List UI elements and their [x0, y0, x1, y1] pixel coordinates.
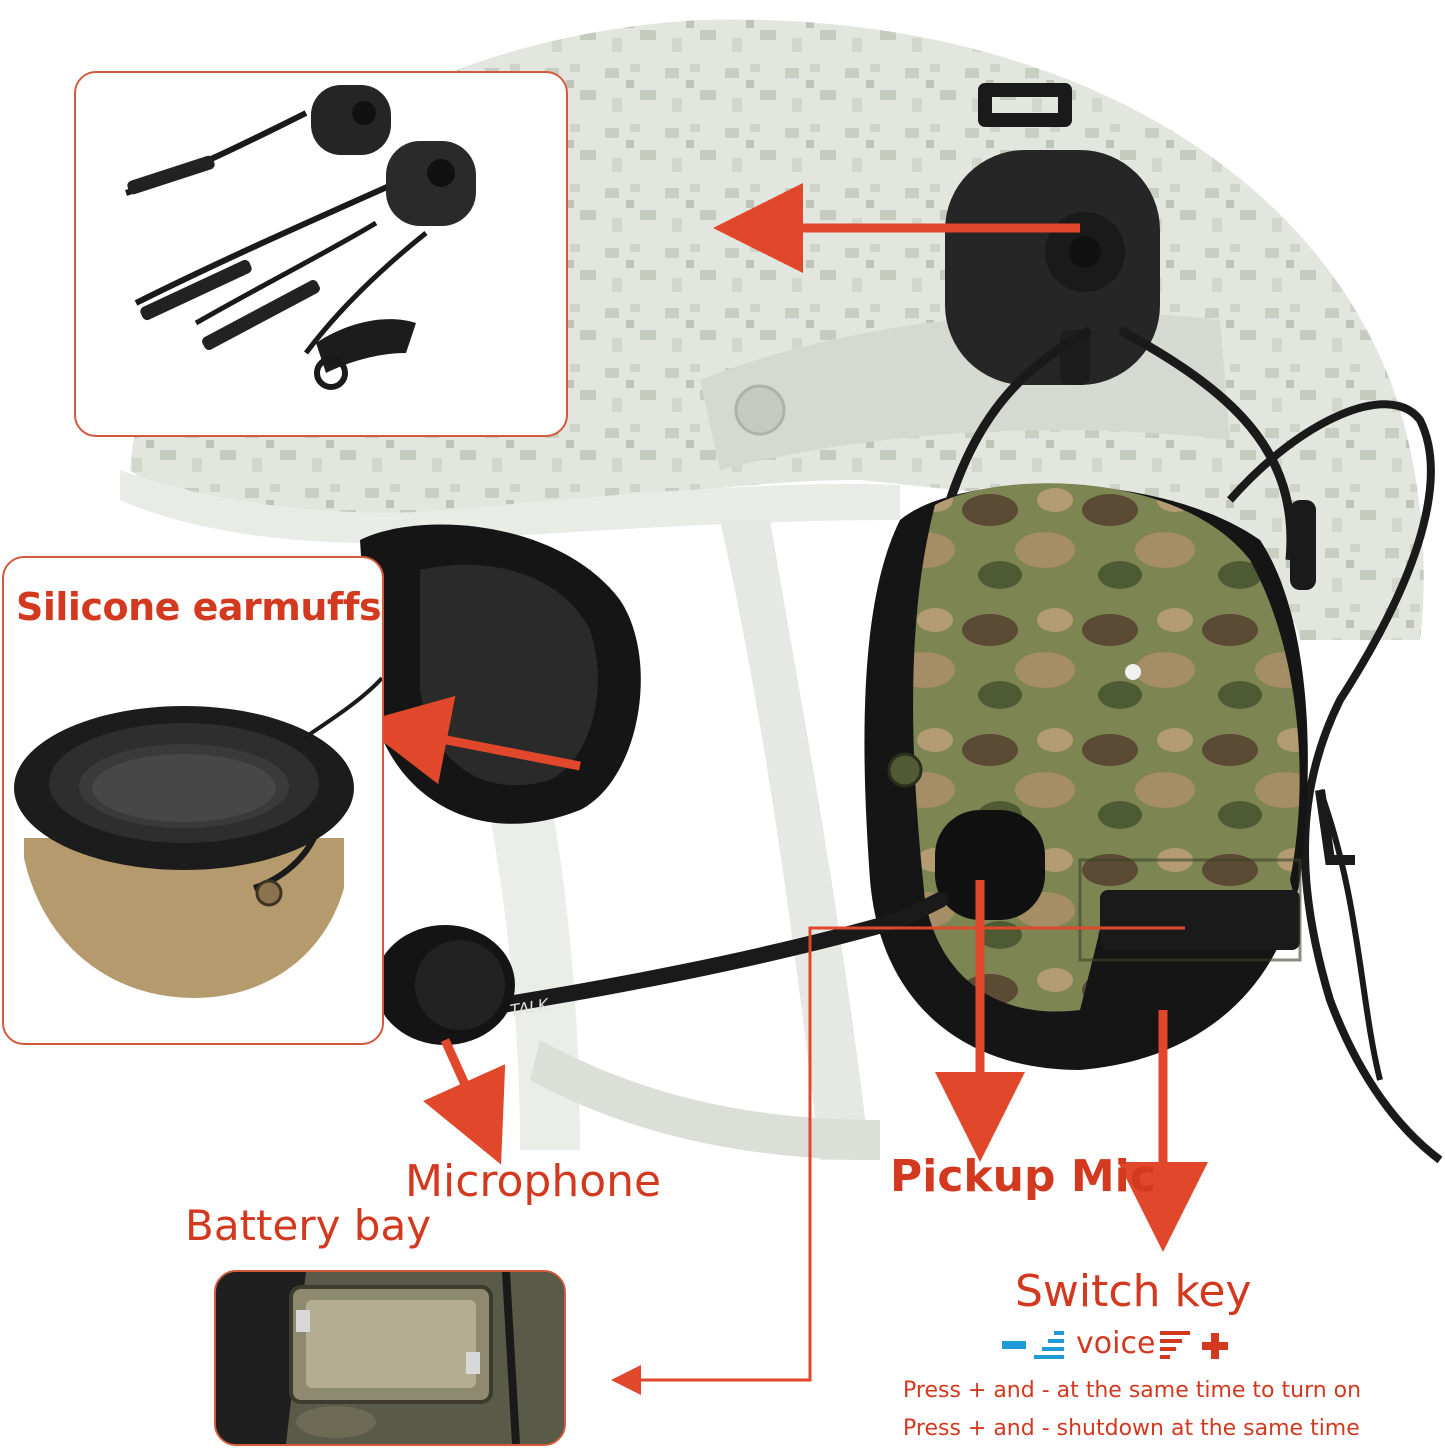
voice-label: voice: [1076, 1326, 1156, 1361]
instruction-shutdown: Press + and - shutdown at the same time: [903, 1416, 1360, 1441]
rear-strap: [530, 1040, 880, 1160]
plus-icon: [1202, 1333, 1228, 1359]
silicone-earmuffs-label: Silicone earmuffs: [16, 585, 382, 629]
minus-icon: [1002, 1341, 1026, 1349]
helmet-screw: [734, 384, 786, 436]
boom-mic-arm: [462, 892, 948, 1018]
inset-rail-adapters: [74, 71, 568, 437]
volume-down-bars-icon: [1034, 1331, 1064, 1359]
switch-button: [887, 752, 923, 788]
microphone-label: Microphone: [405, 1156, 662, 1207]
earmuff-cushion-illustration: [14, 676, 382, 998]
arrow-to-battery-bay: [611, 926, 1185, 1395]
arrow-to-microphone: [423, 1038, 506, 1165]
inset-silicone-earmuffs: Silicone earmuffs: [2, 556, 384, 1045]
battery-door: [1100, 890, 1300, 950]
voice-control-row: voice: [1000, 1325, 1240, 1367]
battery-bay-label: Battery bay: [185, 1201, 432, 1250]
headset-cable: [1226, 400, 1443, 1164]
pickup-mic-foam: [935, 810, 1045, 920]
battery-bay-illustration: [216, 1272, 564, 1444]
switch-key-label: Switch key: [1015, 1266, 1252, 1317]
instruction-turn-on: Press + and - at the same time to turn o…: [903, 1378, 1362, 1403]
side-strap: [720, 520, 870, 1160]
arrow-to-earmuff: [358, 695, 581, 785]
volume-up-bars-icon: [1160, 1331, 1190, 1359]
helmet-brim: [120, 470, 900, 544]
rail-adapter-illustration: [125, 85, 476, 390]
pickup-mic-label: Pickup Mic: [890, 1151, 1156, 1202]
inset-battery-bay: [214, 1270, 566, 1446]
